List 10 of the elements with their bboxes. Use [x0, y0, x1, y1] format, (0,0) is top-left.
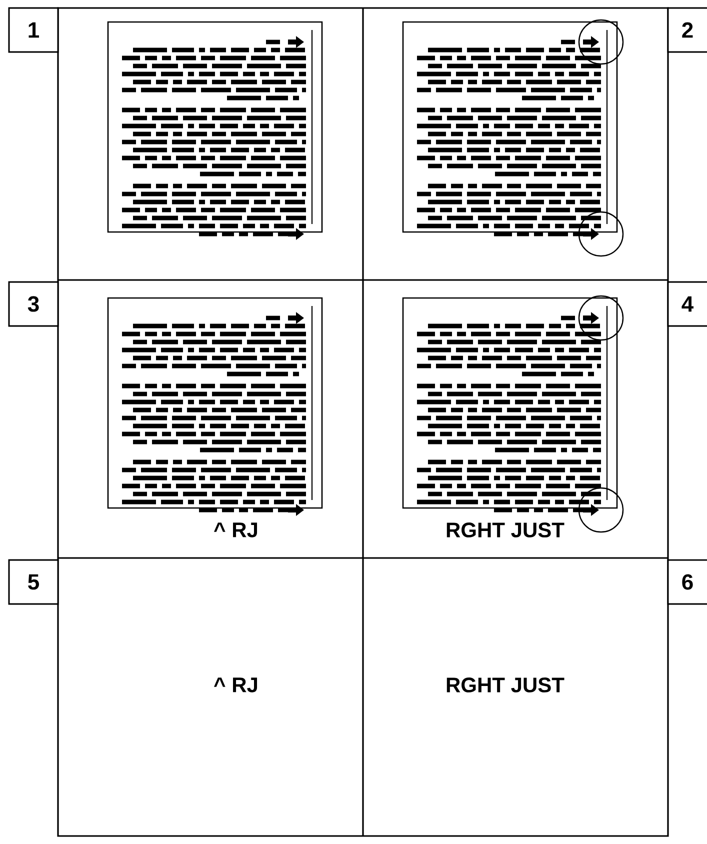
- command-label: ^ RJ: [214, 678, 257, 692]
- command-label: RGHT JUST: [446, 522, 564, 538]
- number-box: 5: [8, 559, 59, 605]
- number-box: 3: [8, 281, 59, 327]
- number-box: 2: [667, 7, 707, 53]
- number-box: 4: [667, 281, 707, 327]
- number-box: 1: [8, 7, 59, 53]
- command-label: ^ RJ: [214, 522, 257, 538]
- number-box: 6: [667, 559, 707, 605]
- command-label: RGHT JUST: [446, 678, 564, 692]
